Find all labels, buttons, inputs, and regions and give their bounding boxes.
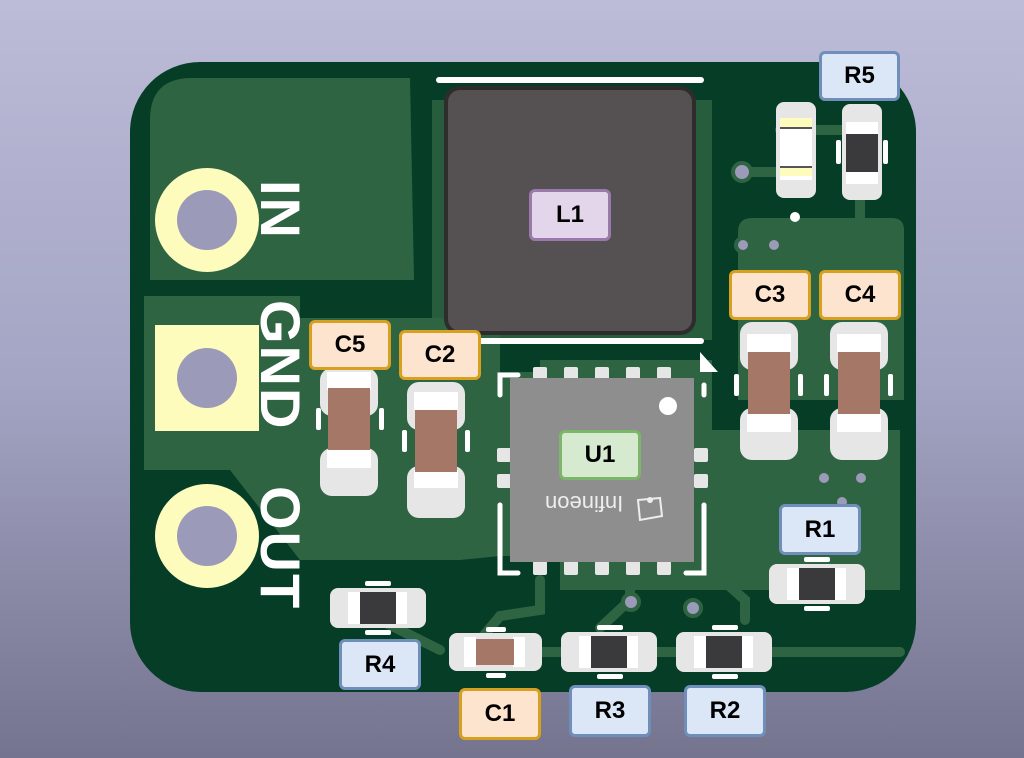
ref-label-u1[interactable]: U1 — [559, 430, 641, 480]
capacitor-c5[interactable] — [316, 368, 384, 496]
pad-out — [155, 484, 259, 588]
capacitor-c2[interactable] — [402, 382, 470, 518]
silkscreen-gnd-label: GND — [249, 300, 312, 431]
silkscreen-out-label: OUT — [249, 486, 312, 611]
resistor-r1[interactable] — [769, 557, 865, 611]
silk-dot — [790, 212, 800, 222]
pad-gnd — [155, 325, 259, 431]
ref-label-r3[interactable]: R3 — [569, 685, 651, 737]
capacitor-c4[interactable] — [824, 322, 893, 460]
ref-label-c1[interactable]: C1 — [459, 688, 541, 740]
ref-label-c5[interactable]: C5 — [309, 320, 391, 370]
resistor-r2[interactable] — [676, 625, 772, 679]
resistor-r4[interactable] — [330, 581, 426, 635]
silkscreen-in-label: IN — [249, 180, 312, 240]
led-component[interactable] — [776, 102, 816, 198]
ic-marking: Infineon — [545, 491, 624, 516]
pad-in — [155, 168, 259, 272]
infineon-logo-icon — [636, 496, 664, 522]
ref-label-r5[interactable]: R5 — [819, 51, 900, 101]
ref-label-r4[interactable]: R4 — [339, 639, 421, 690]
ref-label-c4[interactable]: C4 — [819, 270, 901, 320]
capacitor-c1[interactable] — [449, 627, 542, 678]
ref-label-r2[interactable]: R2 — [684, 685, 766, 737]
ref-label-c3[interactable]: C3 — [729, 270, 811, 320]
ref-label-r1[interactable]: R1 — [779, 504, 861, 555]
ref-label-c2[interactable]: C2 — [399, 330, 481, 380]
resistor-r3[interactable] — [561, 625, 657, 679]
vias — [621, 161, 870, 618]
capacitor-c3[interactable] — [734, 322, 803, 460]
resistor-r5[interactable] — [836, 104, 888, 200]
ref-label-l1[interactable]: L1 — [529, 189, 611, 241]
